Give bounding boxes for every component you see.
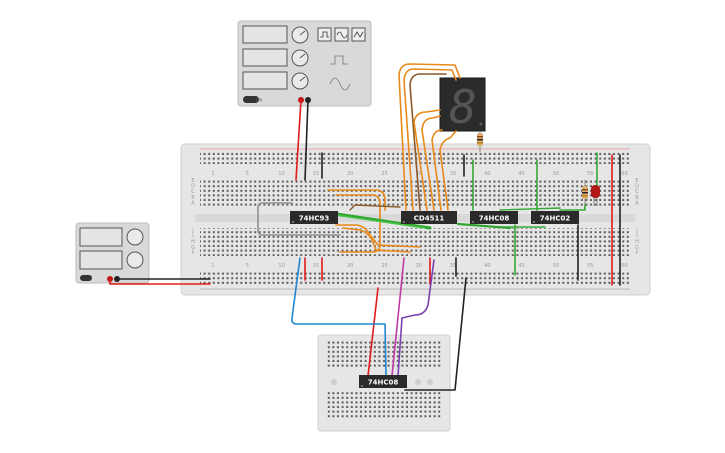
column-number: 50 <box>553 171 559 177</box>
power-switch-label: ON <box>256 98 262 103</box>
chip-cd4511[interactable]: CD4511 <box>401 211 457 224</box>
display-frequency <box>242 25 288 44</box>
wire-red-supply[interactable] <box>109 278 211 285</box>
row-letter: B <box>635 195 639 201</box>
wires[interactable] <box>109 63 621 391</box>
amplitude-wave-icon <box>330 55 348 65</box>
column-number: 50 <box>553 263 559 269</box>
power-supply[interactable] <box>75 222 150 284</box>
wire-black-fgen[interactable] <box>304 99 309 181</box>
wire-green-bus[interactable] <box>328 211 432 230</box>
row-letter: D <box>191 184 195 190</box>
function-generator[interactable]: ON <box>237 20 372 107</box>
wire-blue[interactable] <box>291 257 373 325</box>
seven-segment-display[interactable]: 8 <box>439 77 486 134</box>
column-number: 15 <box>313 263 319 269</box>
display-amplitude <box>242 48 288 67</box>
row-letter: B <box>191 195 195 201</box>
wire-grey-loop[interactable] <box>257 202 341 236</box>
chip-74hc93[interactable]: 74HC93 <box>290 211 338 224</box>
row-letter: F <box>636 250 639 256</box>
column-number: 35 <box>450 263 456 269</box>
display-resistor[interactable] <box>477 131 483 152</box>
led-resistor[interactable] <box>582 180 588 205</box>
column-number: 1 <box>211 263 214 269</box>
column-number: 15 <box>313 171 319 177</box>
column-number: 55 <box>587 263 593 269</box>
red-led[interactable] <box>591 185 600 206</box>
wire-magenta[interactable] <box>391 257 405 377</box>
row-letter: G <box>191 245 195 251</box>
row-letter: I <box>636 234 637 240</box>
row-letter: E <box>635 178 638 184</box>
row-letter: F <box>192 250 195 256</box>
column-number: 30 <box>416 263 422 269</box>
chip-label: 74HC02 <box>540 215 571 223</box>
row-letter: A <box>191 200 195 206</box>
chip-74hc08[interactable]: 74HC08 <box>470 211 518 224</box>
chip-label: CD4511 <box>414 215 445 223</box>
column-number: 25 <box>381 263 387 269</box>
wire-red-small[interactable] <box>367 287 379 377</box>
current-knob[interactable] <box>126 251 144 269</box>
triangle-wave-button[interactable] <box>351 27 366 42</box>
voltage-display <box>79 227 123 247</box>
column-number: 55 <box>587 171 593 177</box>
top-terminal-strip[interactable] <box>200 178 630 206</box>
column-number: 1 <box>211 171 214 177</box>
column-number: 35 <box>450 171 456 177</box>
column-number: 45 <box>519 171 525 177</box>
row-letter: G <box>635 245 639 251</box>
row-letter: J <box>635 228 637 234</box>
column-number: 5 <box>246 263 249 269</box>
bottom-terminal-strip[interactable] <box>200 228 630 256</box>
wire-black-small[interactable] <box>404 277 467 391</box>
column-number: 30 <box>416 171 422 177</box>
chip-small-74hc08[interactable]: 74HC08 <box>359 375 407 388</box>
current-display <box>79 250 123 270</box>
power-switch[interactable] <box>243 96 259 103</box>
sine-wave-button[interactable] <box>334 27 349 42</box>
column-number: 10 <box>278 171 284 177</box>
row-letter: D <box>635 184 639 190</box>
row-letter: H <box>191 239 195 245</box>
chip-label: 74HC08 <box>479 215 510 223</box>
wire-red-fgen[interactable] <box>295 99 302 181</box>
supply-power-switch[interactable] <box>80 275 92 281</box>
chip-label: 74HC93 <box>299 215 330 223</box>
display-offset <box>242 71 288 90</box>
chip-label: 74HC08 <box>368 379 399 387</box>
column-number: 5 <box>246 171 249 177</box>
column-number: 60 <box>621 171 627 177</box>
wire-purple[interactable] <box>397 259 435 377</box>
column-number: 20 <box>347 171 353 177</box>
row-letter: C <box>635 189 639 195</box>
row-letter: I <box>192 234 193 240</box>
column-number: 60 <box>621 263 627 269</box>
row-letter: A <box>635 200 639 206</box>
column-number: 40 <box>484 171 490 177</box>
row-letter: C <box>191 189 195 195</box>
row-letter: H <box>635 239 639 245</box>
column-number: 40 <box>484 263 490 269</box>
column-number: 20 <box>347 263 353 269</box>
display-digit: 8 <box>449 80 477 134</box>
column-number: 10 <box>278 263 284 269</box>
bottom-power-rail[interactable] <box>200 272 630 284</box>
row-letter: E <box>191 178 194 184</box>
column-number: 25 <box>381 171 387 177</box>
column-number: 45 <box>519 263 525 269</box>
voltage-knob[interactable] <box>126 228 144 246</box>
chip-74hc02[interactable]: 74HC02 <box>531 211 579 224</box>
row-letter: J <box>191 228 193 234</box>
top-power-rail[interactable] <box>200 152 630 164</box>
square-wave-button[interactable] <box>317 27 332 42</box>
offset-wave-icon <box>329 77 351 91</box>
